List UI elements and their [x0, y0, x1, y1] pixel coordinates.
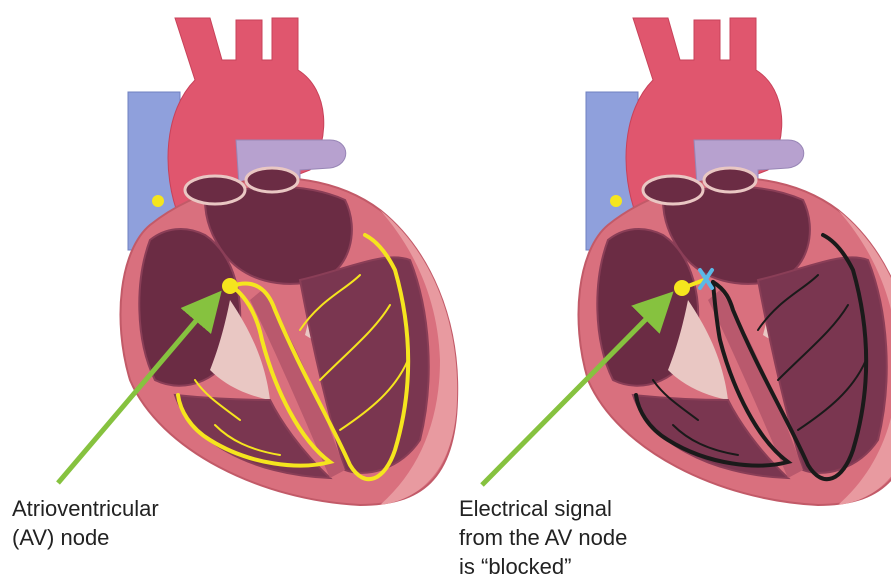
sa-node [152, 195, 164, 207]
caption-line: Atrioventricular [12, 494, 159, 523]
av-node-caption: Atrioventricular (AV) node [12, 494, 159, 552]
av-node [222, 278, 238, 294]
caption-line: Electrical signal [459, 494, 627, 523]
left-heart [58, 18, 457, 505]
av-node [674, 280, 690, 296]
caption-line: (AV) node [12, 523, 159, 552]
caption-line: is “blocked” [459, 552, 627, 581]
right-heart [482, 18, 891, 505]
caption-line: from the AV node [459, 523, 627, 552]
sa-node [610, 195, 622, 207]
blocked-signal-caption: Electrical signal from the AV node is “b… [459, 494, 627, 581]
